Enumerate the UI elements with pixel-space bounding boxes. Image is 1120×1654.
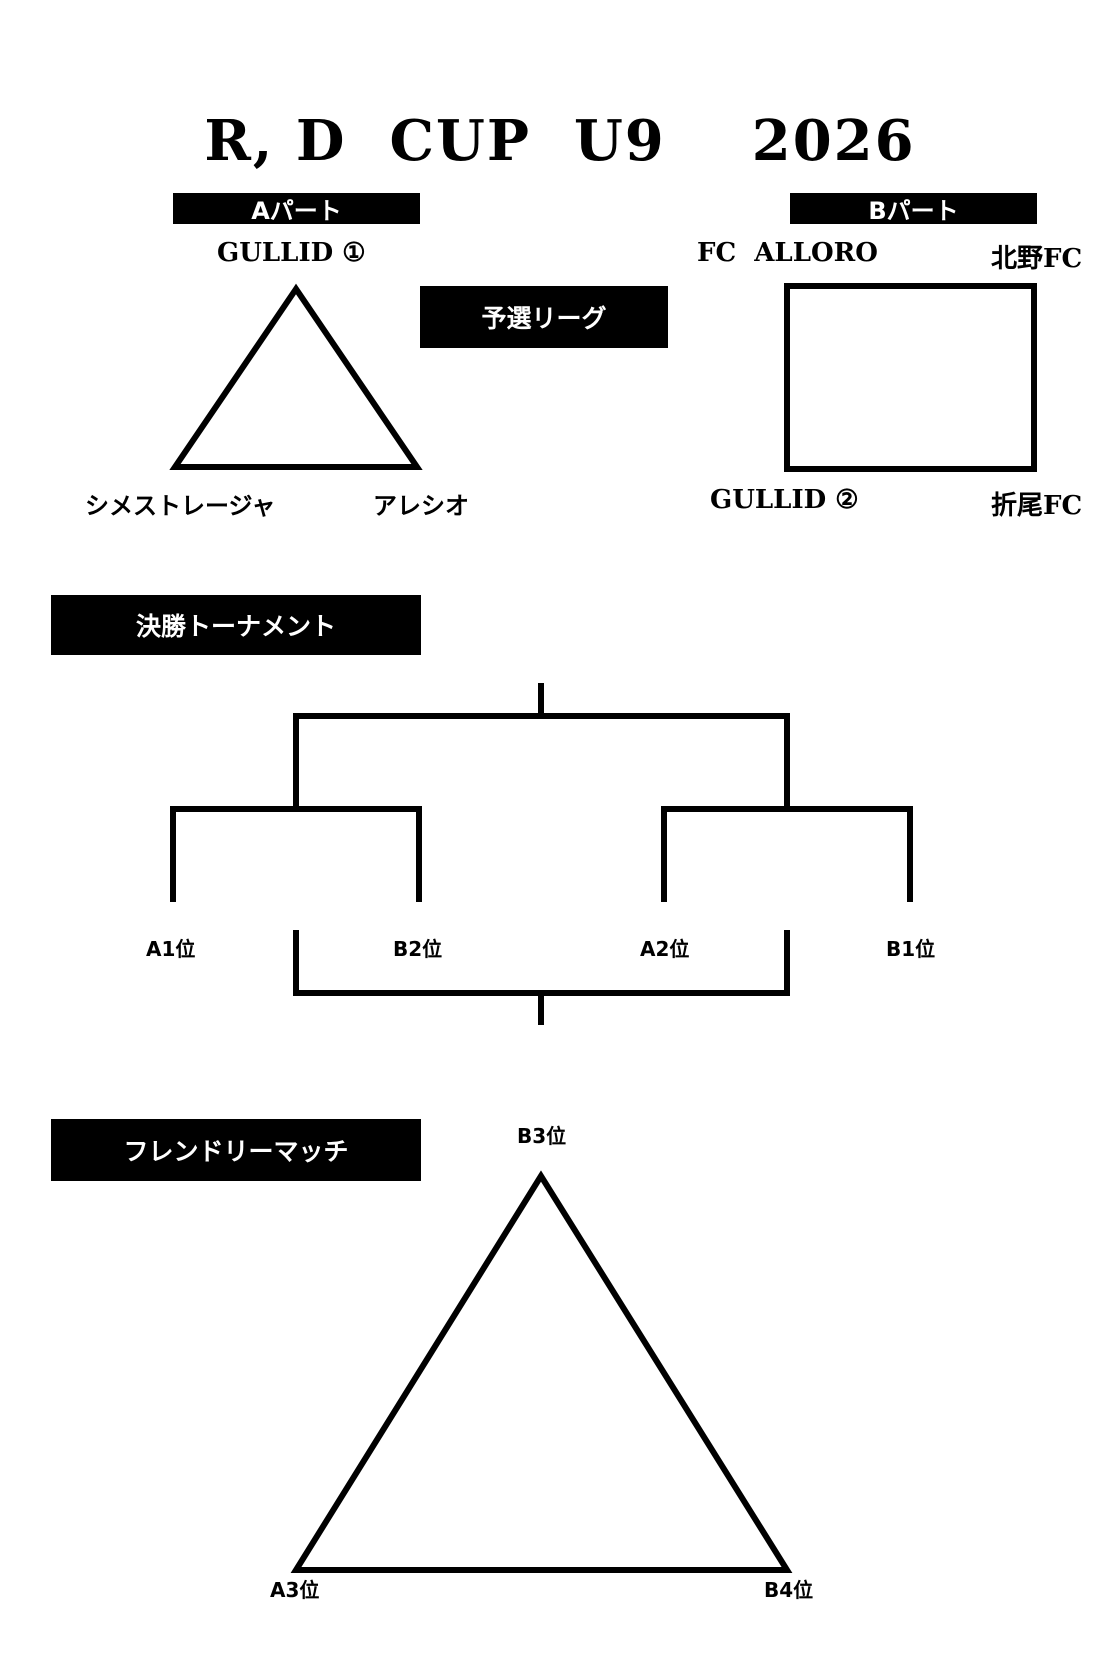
tournament-lower-bracket bbox=[293, 930, 790, 1025]
friendly-seed-bottom-right: B4位 bbox=[764, 1578, 814, 1602]
friendly-triangle bbox=[290, 1170, 793, 1573]
seed-a1: A1位 bbox=[146, 937, 196, 961]
team-b-top-left: FC ALLORO bbox=[697, 238, 878, 268]
seed-b1: B1位 bbox=[886, 937, 936, 961]
team-b-bottom-right: 折尾FC bbox=[991, 491, 1083, 521]
part-b-square bbox=[784, 283, 1037, 472]
team-b-bottom-left: GULLID ② bbox=[710, 485, 859, 515]
team-a-bottom-left: シメストレージャ bbox=[85, 491, 276, 520]
seed-a2: A2位 bbox=[640, 937, 690, 961]
final-tournament-header: 決勝トーナメント bbox=[51, 595, 421, 655]
tournament-upper-bracket bbox=[170, 683, 913, 902]
team-a-top: GULLID ① bbox=[217, 238, 366, 268]
page-title: R, D CUP U9 2026 bbox=[204, 108, 916, 174]
part-b-header: Bパート bbox=[790, 193, 1037, 225]
part-a-header: Aパート bbox=[173, 193, 420, 225]
team-a-bottom-right: アレシオ bbox=[373, 491, 469, 520]
friendly-match-header: フレンドリーマッチ bbox=[51, 1119, 421, 1181]
part-a-triangle bbox=[169, 283, 423, 470]
seed-b2: B2位 bbox=[393, 937, 443, 961]
team-b-top-right: 北野FC bbox=[991, 244, 1083, 274]
friendly-seed-top: B3位 bbox=[517, 1124, 567, 1148]
preliminary-league-header: 予選リーグ bbox=[420, 286, 668, 348]
friendly-seed-bottom-left: A3位 bbox=[270, 1578, 320, 1602]
